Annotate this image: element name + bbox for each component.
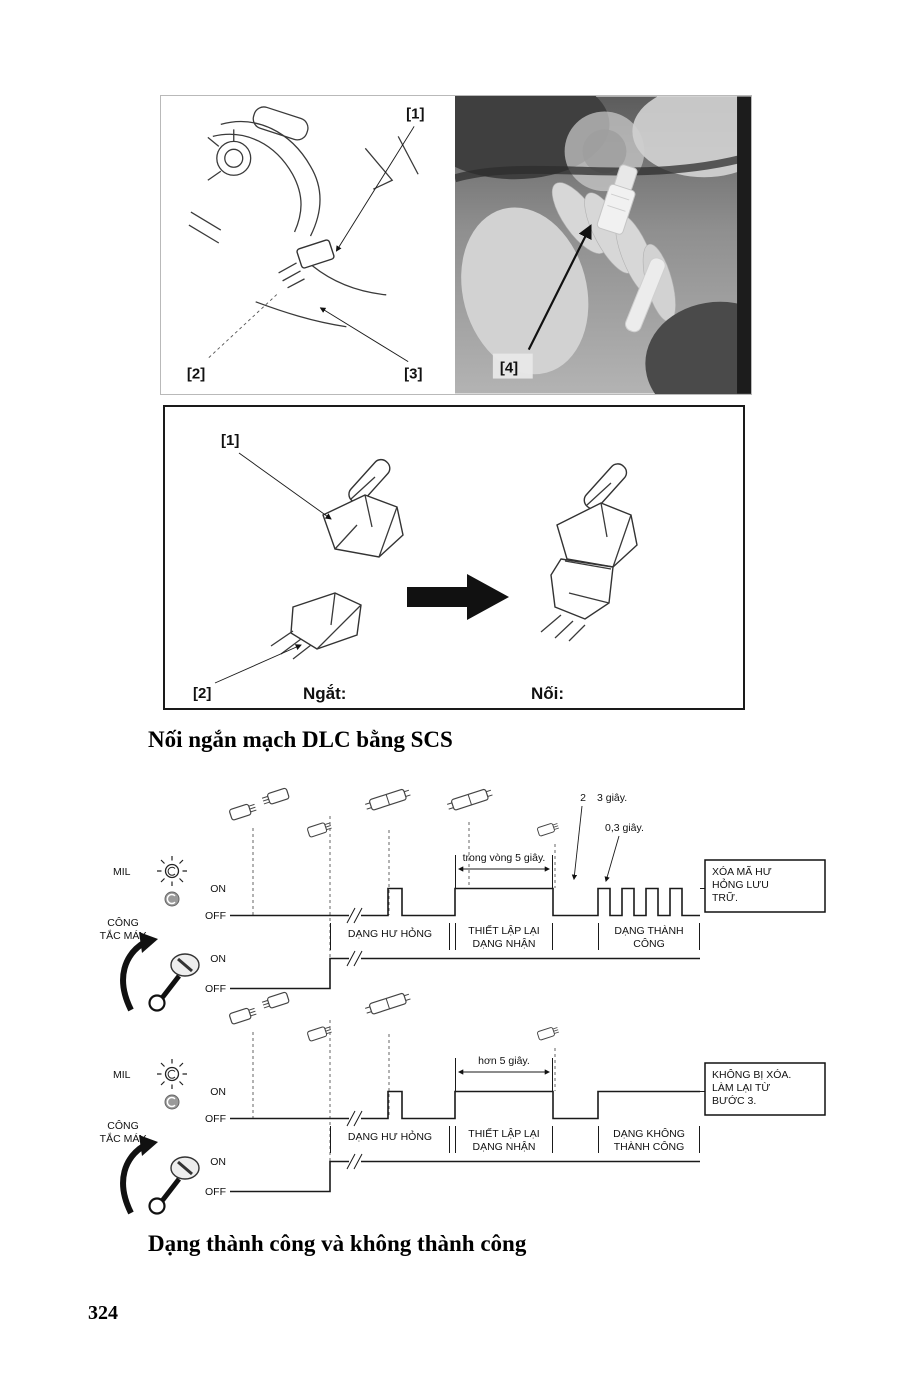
result-text: LÀM LẠI TỪ: [712, 1081, 770, 1094]
phase-label: THIẾT LẬP LẠI: [468, 1127, 539, 1140]
result-text: XÓA MÃ HƯ: [712, 865, 772, 878]
ignition-symbol-icon: [164, 891, 180, 907]
figure-label-1: [1]: [406, 105, 424, 122]
scs-connector-icon: [228, 990, 560, 1042]
ignition-switch-label: TẮC MÁY: [100, 929, 147, 942]
callout-4-arrow: [527, 224, 592, 351]
phase-label: THÀNH CÔNG: [614, 1140, 685, 1153]
figure-label-4-bg: [492, 353, 533, 379]
phase-label: DẠNG NHẬN: [472, 1140, 535, 1153]
timing-diagrams: 2 3 giây. 0,3 giây. trong vòng 5 giây. M…: [100, 786, 826, 1215]
break-mark: [346, 1153, 363, 1170]
figure-dlc-location: [1] [2] [3]: [160, 95, 752, 395]
heading-scs-jump: Nối ngắn mạch DLC bằng SCS: [148, 727, 453, 752]
mil-label: MIL: [113, 1069, 131, 1081]
on-label: ON: [210, 1156, 226, 1168]
ignition-key-icon: [120, 932, 200, 1012]
event-leader-lines: [252, 816, 556, 988]
callout-1-arrow: [335, 126, 415, 252]
ignition-key-icon: [120, 1135, 200, 1215]
harness-artwork: [188, 106, 419, 328]
annotation-over-5s: hơn 5 giây.: [478, 1055, 530, 1067]
phase-label: DẠNG KHÔNG: [613, 1127, 685, 1140]
mil-label: MIL: [113, 866, 131, 878]
ignition-switch-label: CÔNG: [107, 1119, 139, 1132]
figure-label-4: [4]: [500, 360, 518, 377]
result-box: [704, 1062, 826, 1116]
callout-2-arrow: [214, 644, 302, 684]
mil-lamp-icon: [157, 1059, 187, 1089]
phase-ticks: [330, 1126, 700, 1153]
mil-waveform: [361, 887, 700, 917]
mil-waveform: [361, 1090, 700, 1120]
ignition-switch-label: CÔNG: [107, 916, 139, 929]
phase-ticks: [330, 923, 700, 950]
photo-content: [455, 96, 751, 394]
on-label: ON: [210, 883, 226, 895]
transform-arrow: [407, 574, 509, 620]
dlc-line-drawing: [1] [2] [3]: [187, 105, 425, 383]
ignition-symbol-icon: [164, 1094, 180, 1110]
timing-fail: hơn 5 giây. MIL ON OFF DẠNG HƯ HỎNG: [100, 990, 826, 1215]
off-label: OFF: [205, 983, 226, 995]
result-box: [704, 859, 826, 913]
dlc-photo: [4]: [455, 96, 751, 394]
off-label: OFF: [205, 910, 226, 922]
scs-connector-drawing: [1] [2] Ngắt: Nối:: [193, 432, 638, 703]
connector-disconnected-art: [270, 458, 404, 660]
annotation-arrow: [571, 805, 583, 881]
result-text: BƯỚC 3.: [712, 1094, 756, 1107]
break-mark: [346, 907, 363, 924]
page-number: 324: [88, 1302, 118, 1324]
event-leader-lines: [252, 1020, 556, 1191]
result-text: KHÔNG BỊ XÓA.: [712, 1068, 791, 1081]
annotation-03s: 0,3 giây.: [605, 822, 644, 834]
phase-label: DẠNG NHẬN: [472, 937, 535, 950]
callout-3-arrow: [319, 307, 409, 362]
phase-label: THIẾT LẬP LẠI: [468, 924, 539, 937]
result-text: TRỮ.: [712, 891, 738, 904]
duration-ticks: [455, 1058, 553, 1091]
heading-patterns: Dạng thành công và không thành công: [148, 1231, 527, 1256]
phase-label: DẠNG HƯ HỎNG: [348, 927, 432, 940]
scs-connector-icon: [228, 786, 560, 838]
callout-1-arrow: [238, 452, 332, 520]
off-label: OFF: [205, 1186, 226, 1198]
figure-label-1: [1]: [221, 432, 239, 449]
callout-2-leader: [208, 292, 279, 358]
switch-waveform: [230, 957, 349, 990]
phase-label: DẠNG HƯ HỎNG: [348, 1130, 432, 1143]
phase-label: CÔNG: [633, 937, 665, 950]
on-label: ON: [210, 953, 226, 965]
figure-label-3: [3]: [404, 366, 422, 383]
connector-connected-art: [540, 463, 638, 642]
duration-ticks: [455, 855, 553, 888]
annotation-3s: 3 giây.: [597, 792, 627, 804]
break-mark: [346, 1110, 363, 1127]
annotation-within-5s: trong vòng 5 giây.: [463, 852, 546, 864]
switch-waveform: [230, 1160, 349, 1193]
annotation-2: 2: [580, 792, 586, 804]
timing-success: 2 3 giây. 0,3 giây. trong vòng 5 giây. M…: [100, 786, 826, 1012]
result-text: HỎNG LƯU: [712, 878, 769, 891]
caption-disconnect: Ngắt:: [303, 684, 346, 703]
phase-label: DẠNG THÀNH: [614, 924, 683, 937]
mil-lamp-icon: [157, 856, 187, 886]
figure-label-2: [2]: [193, 685, 211, 702]
caption-connect: Nối:: [531, 684, 564, 703]
annotation-arrow: [604, 835, 620, 883]
on-label: ON: [210, 1086, 226, 1098]
ignition-switch-label: TẮC MÁY: [100, 1132, 147, 1145]
break-mark: [346, 950, 363, 967]
off-label: OFF: [205, 1113, 226, 1125]
figure-scs-connector: [1] [2] Ngắt: Nối:: [163, 405, 745, 710]
figure-label-2: [2]: [187, 366, 205, 383]
